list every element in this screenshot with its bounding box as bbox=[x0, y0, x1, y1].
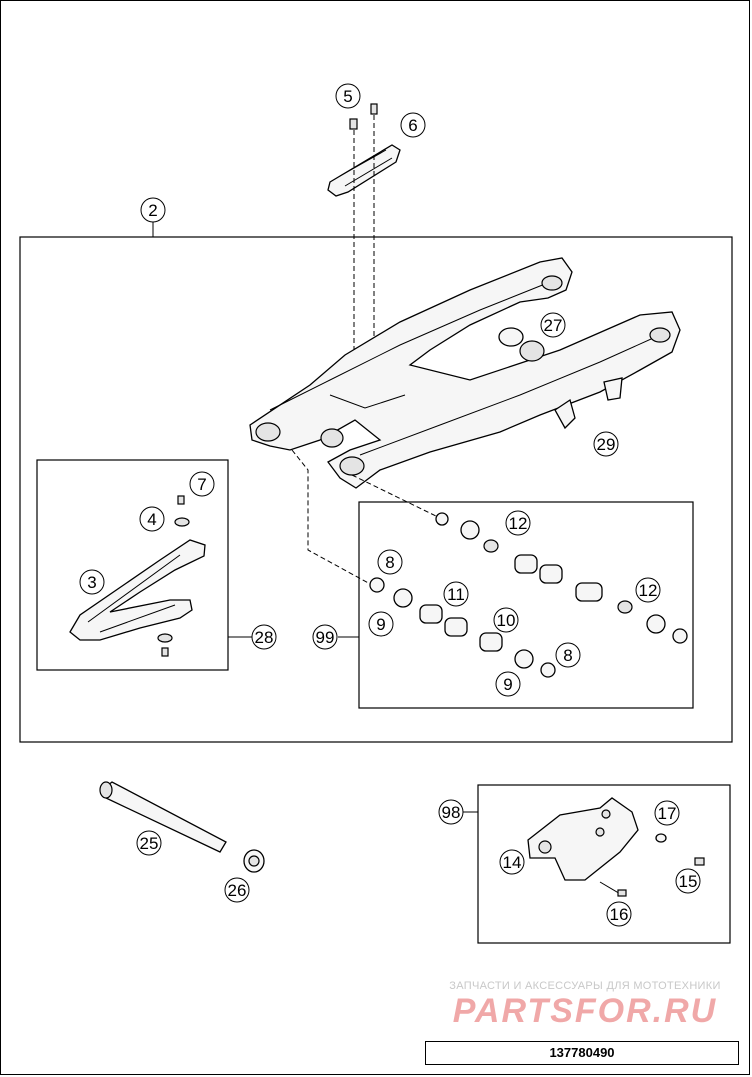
svg-text:5: 5 bbox=[343, 87, 352, 106]
chain-slider-group-box bbox=[36, 459, 229, 671]
watermark-brand: PARTSFOR.RU bbox=[452, 992, 718, 1030]
callout-25: 25 bbox=[136, 830, 162, 856]
svg-text:14: 14 bbox=[503, 853, 522, 872]
svg-text:99: 99 bbox=[316, 628, 335, 647]
watermark-tagline: ЗАПЧАСТИ И АКСЕССУАРЫ ДЛЯ МОТОТЕХНИКИ bbox=[449, 980, 721, 992]
bearing-seal-part bbox=[498, 327, 545, 362]
svg-text:8: 8 bbox=[563, 646, 572, 665]
bearing-kit-group-box bbox=[358, 501, 694, 709]
callout-10: 10 bbox=[493, 607, 519, 633]
callout-9-left: 9 bbox=[368, 611, 394, 637]
svg-text:8: 8 bbox=[385, 553, 394, 572]
callout-6: 6 bbox=[400, 112, 426, 138]
axle-nut-part bbox=[243, 849, 265, 873]
callout-14: 14 bbox=[499, 849, 525, 875]
svg-text:11: 11 bbox=[447, 585, 465, 604]
svg-text:28: 28 bbox=[255, 628, 274, 647]
watermark: ЗАПЧАСТИ И АКСЕССУАРЫ ДЛЯ МОТОТЕХНИКИ PA… bbox=[420, 980, 750, 1028]
chain-slider-part bbox=[69, 495, 206, 657]
chain-guide-group-box bbox=[477, 784, 731, 944]
callout-7: 7 bbox=[189, 471, 215, 497]
swingarm-axle-part bbox=[99, 781, 227, 853]
callout-9-right: 9 bbox=[495, 671, 521, 697]
callout-11: 11 bbox=[443, 581, 469, 607]
callout-17: 17 bbox=[654, 800, 680, 826]
swingarm-group-box bbox=[19, 236, 733, 743]
chain-guide-part bbox=[527, 797, 705, 897]
svg-text:12: 12 bbox=[639, 581, 658, 600]
swingarm-part bbox=[249, 257, 681, 489]
svg-text:3: 3 bbox=[87, 573, 96, 592]
callout-8-right: 8 bbox=[555, 642, 581, 668]
callout-8-left: 8 bbox=[377, 549, 403, 575]
svg-text:25: 25 bbox=[140, 834, 159, 853]
callout-4: 4 bbox=[139, 506, 165, 532]
callout-98: 98 bbox=[438, 799, 464, 825]
svg-text:26: 26 bbox=[228, 881, 247, 900]
svg-text:10: 10 bbox=[497, 611, 516, 630]
svg-text:6: 6 bbox=[408, 116, 417, 135]
svg-text:12: 12 bbox=[509, 514, 528, 533]
callout-29: 29 bbox=[593, 431, 619, 457]
svg-text:7: 7 bbox=[197, 475, 206, 494]
svg-text:98: 98 bbox=[442, 803, 461, 822]
callout-99: 99 bbox=[312, 624, 338, 650]
svg-text:17: 17 bbox=[658, 804, 677, 823]
callout-26: 26 bbox=[224, 877, 250, 903]
svg-text:2: 2 bbox=[148, 201, 157, 220]
chain-guide-top-part bbox=[327, 103, 401, 197]
svg-text:27: 27 bbox=[544, 316, 563, 335]
document-number: 137780490 bbox=[425, 1041, 739, 1065]
svg-text:9: 9 bbox=[376, 615, 385, 634]
svg-text:16: 16 bbox=[610, 905, 629, 924]
callout-2: 2 bbox=[140, 197, 166, 223]
svg-text:9: 9 bbox=[503, 675, 512, 694]
callout-3: 3 bbox=[79, 569, 105, 595]
svg-text:29: 29 bbox=[597, 435, 616, 454]
callout-5: 5 bbox=[335, 83, 361, 109]
callout-15: 15 bbox=[675, 868, 701, 894]
callout-12-top: 12 bbox=[505, 510, 531, 536]
callout-16: 16 bbox=[606, 901, 632, 927]
callout-28: 28 bbox=[251, 624, 277, 650]
svg-text:4: 4 bbox=[147, 510, 156, 529]
bearing-kit-parts bbox=[369, 512, 688, 678]
callout-27: 27 bbox=[540, 312, 566, 338]
part-callouts: 2 5 6 7 4 3 28 27 29 12 12 8 11 10 9 99 … bbox=[79, 83, 701, 927]
svg-text:15: 15 bbox=[679, 872, 698, 891]
callout-12-right: 12 bbox=[635, 577, 661, 603]
